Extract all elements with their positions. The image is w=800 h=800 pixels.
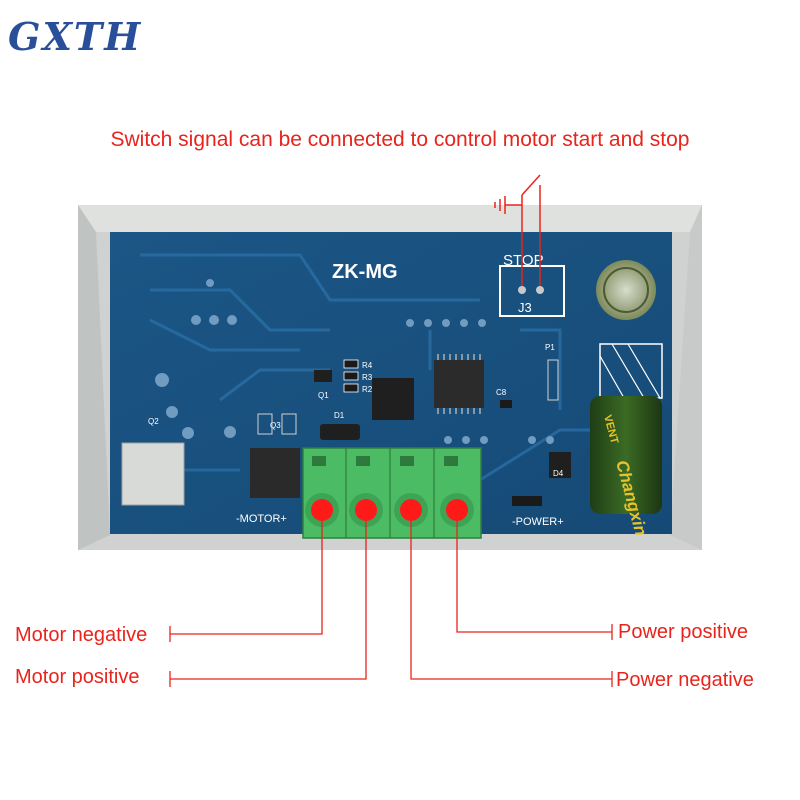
screw-power-negative (400, 499, 422, 521)
ic-chip (434, 360, 484, 408)
svg-text:P1: P1 (545, 343, 555, 352)
svg-text:D1: D1 (334, 411, 345, 420)
svg-text:C8: C8 (496, 388, 507, 397)
label-motor-negative: Motor negative (15, 624, 148, 646)
svg-text:R2: R2 (362, 385, 373, 394)
j3-label: J3 (518, 300, 532, 315)
svg-text:Q2: Q2 (148, 417, 159, 426)
screw-motor-negative (311, 499, 333, 521)
power-silkscreen: -POWER+ (512, 516, 564, 528)
stop-label: STOP (503, 252, 544, 269)
mosfet (250, 448, 300, 498)
svg-text:D4: D4 (553, 469, 564, 478)
board-model-label: ZK-MG (332, 261, 398, 283)
label-power-positive: Power positive (618, 621, 749, 643)
svg-text:R3: R3 (362, 373, 373, 382)
motor-silkscreen: -MOTOR+ (236, 513, 287, 525)
regulator (372, 378, 414, 420)
svg-text:R4: R4 (362, 361, 373, 370)
svg-text:Q1: Q1 (318, 391, 329, 400)
brand-logo: GXTH (8, 14, 143, 59)
switch-wiring (494, 174, 541, 286)
callout-lines (169, 520, 613, 687)
green-capacitor (590, 396, 662, 514)
screw-power-positive (446, 499, 468, 521)
svg-text:Q3: Q3 (270, 421, 281, 430)
headline: Switch signal can be connected to contro… (110, 128, 690, 151)
screw-motor-positive (355, 499, 377, 521)
label-power-negative: Power negative (616, 669, 754, 691)
label-motor-positive: Motor positive (15, 666, 140, 688)
